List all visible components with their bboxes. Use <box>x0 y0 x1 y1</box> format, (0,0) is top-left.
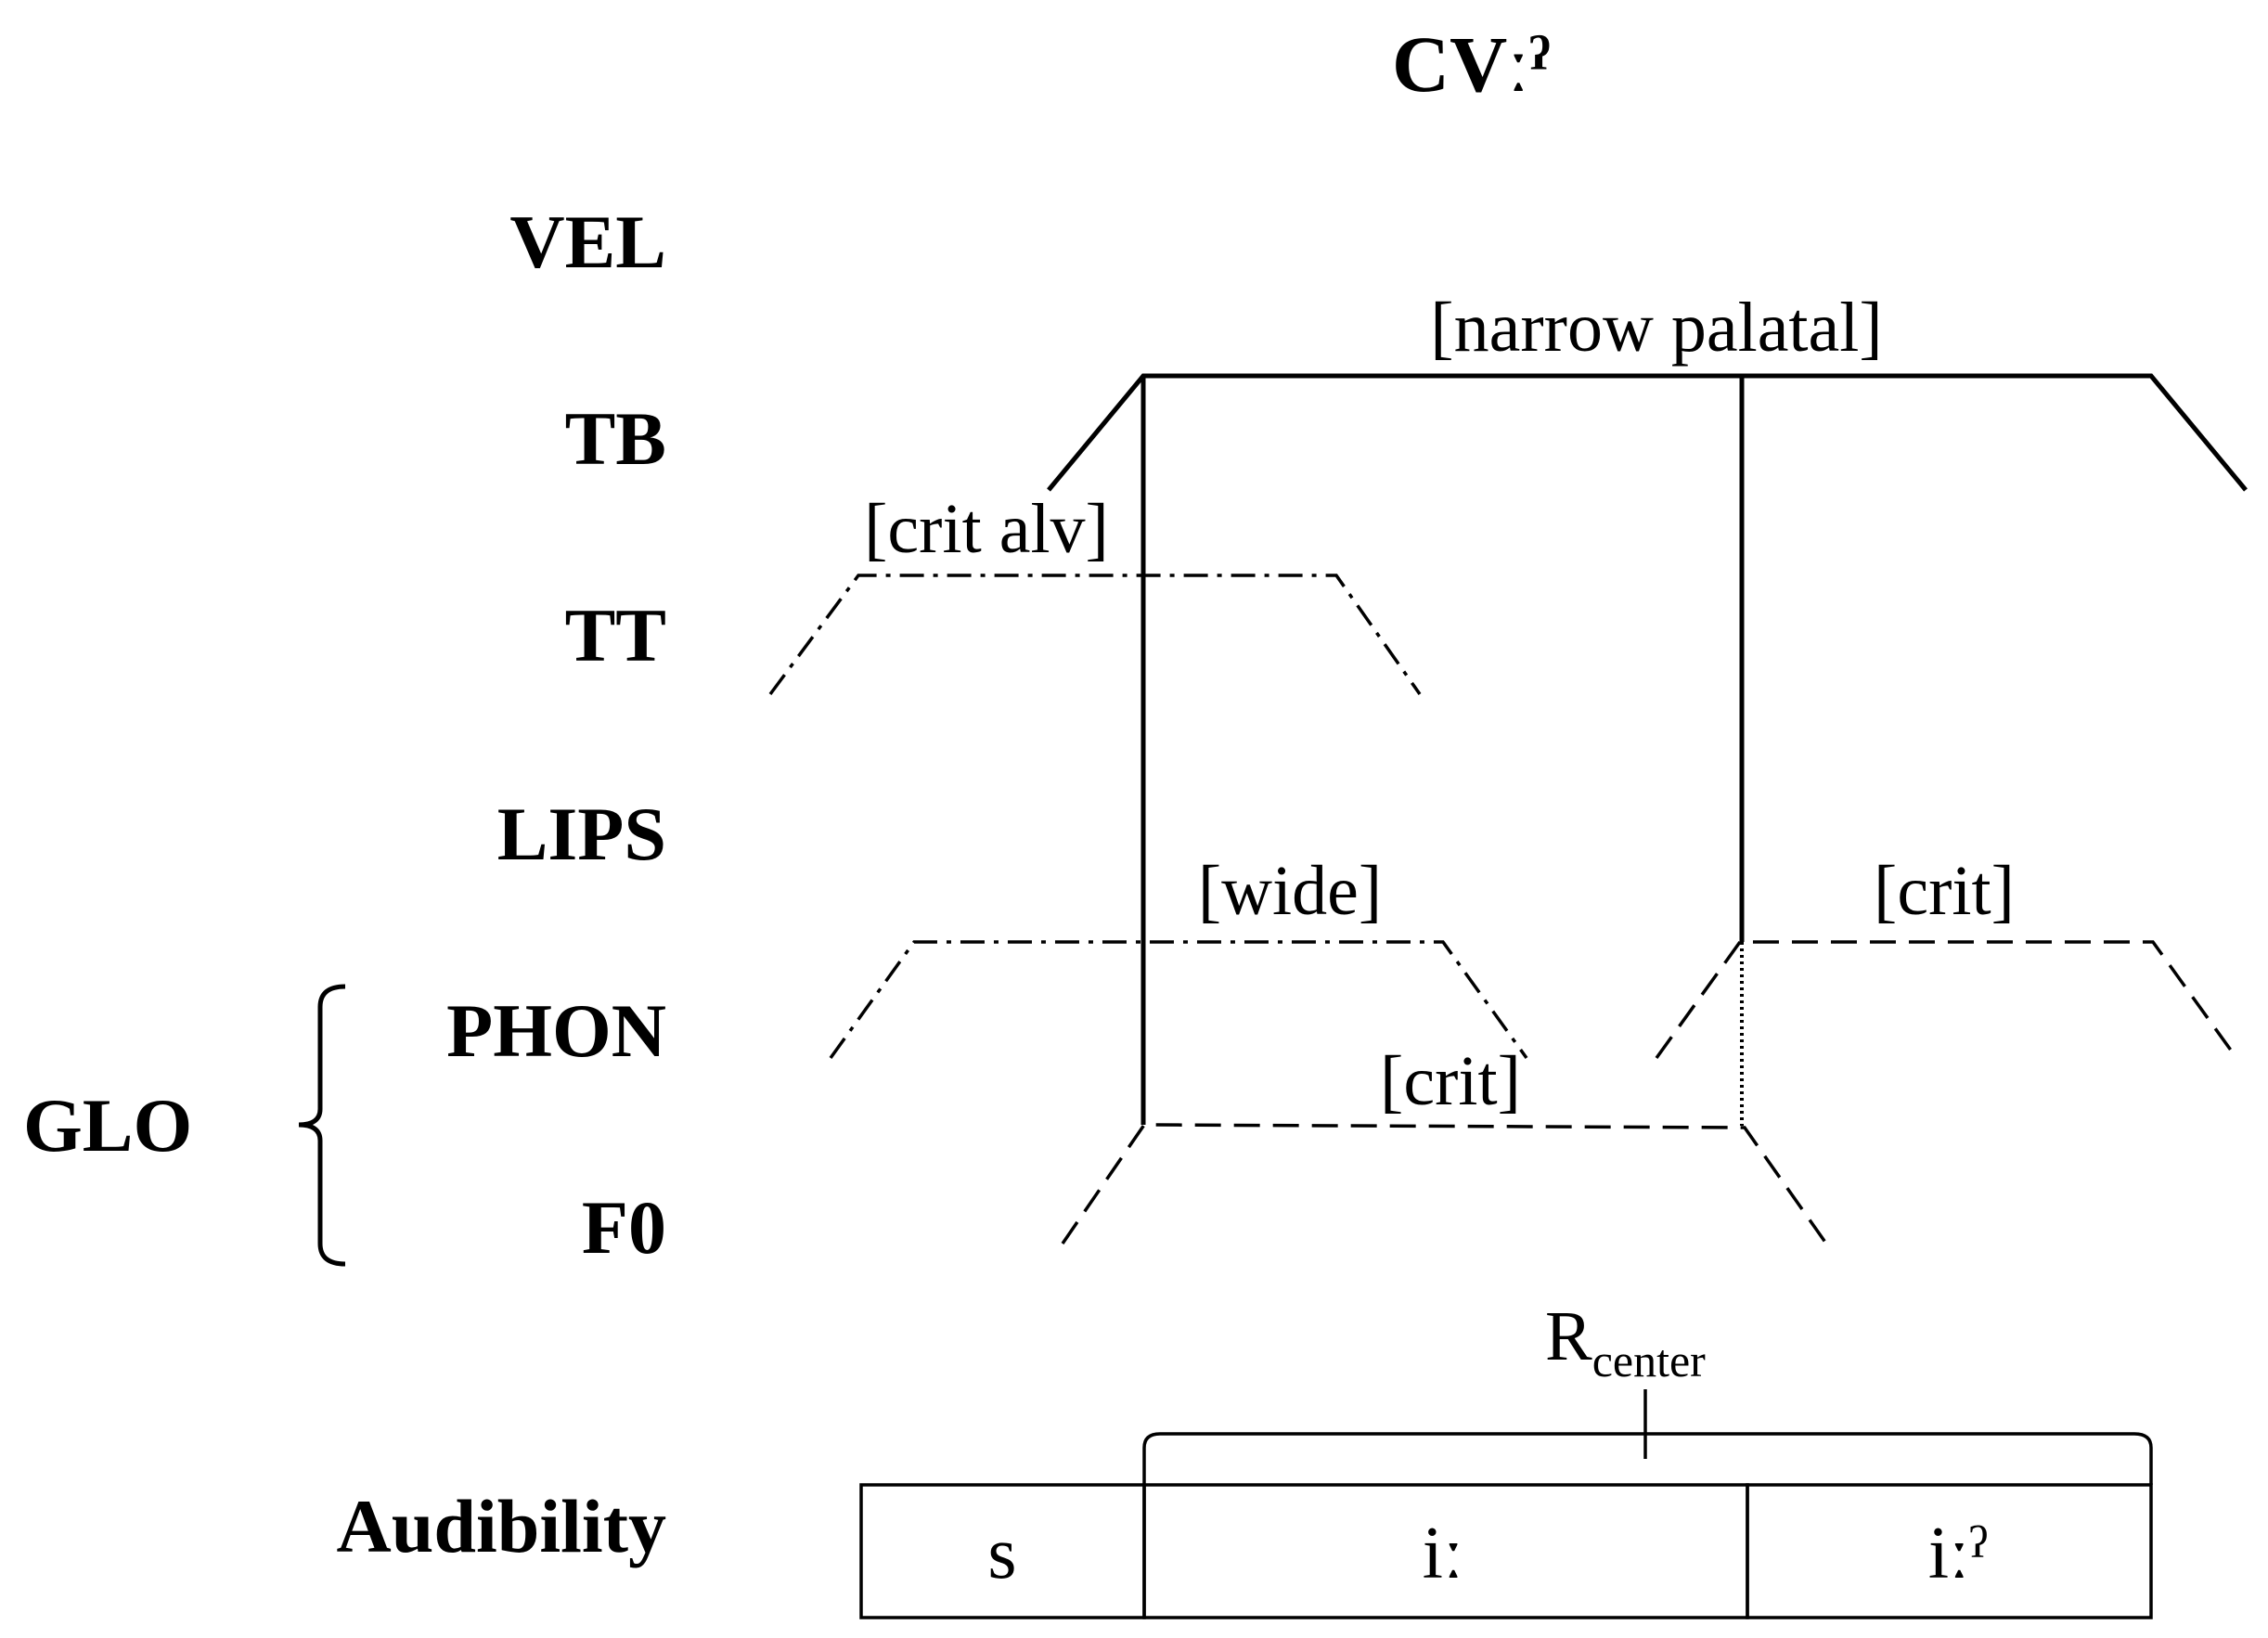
segment-label-long-i: iː <box>1423 1513 1463 1594</box>
tb-gesture-label: [narrow palatal] <box>1430 289 1882 367</box>
tier-label-phon: PHON <box>446 988 666 1073</box>
tt-gesture-line <box>768 574 1422 696</box>
phon-crit-gesture-line <box>1655 940 2238 1060</box>
tb-gesture-line <box>1047 373 2248 492</box>
segment-label-glottalized-i: iːˀ <box>1928 1513 1988 1594</box>
phon-wide-gesture-label: [wide] <box>1198 852 1382 930</box>
tier-label-tt: TT <box>565 593 666 677</box>
segment-label-s: s <box>987 1513 1016 1594</box>
r-center-label: Rcenter <box>1545 1297 1706 1386</box>
tier-label-tb: TB <box>565 396 666 481</box>
diagram-title: CVːˀ <box>1392 19 1550 109</box>
tier-label-lips: LIPS <box>497 792 666 876</box>
r-center-base: R <box>1545 1297 1592 1375</box>
group-label-glo: GLO <box>23 1083 192 1167</box>
audibility-bracket <box>1142 1432 2153 1485</box>
tier-label-audibility: Audibility <box>337 1484 666 1568</box>
tier-label-f0: F0 <box>582 1185 666 1270</box>
audibility-box-glottalized-i <box>1746 1483 2153 1619</box>
glo-brace <box>298 984 346 1267</box>
r-center-subscript: center <box>1592 1335 1706 1386</box>
tier-label-vel: VEL <box>509 200 666 284</box>
f0-crit-gesture-line <box>1061 1123 1828 1245</box>
phon-wide-gesture-line <box>829 940 1528 1060</box>
tt-gesture-label: [crit alv] <box>864 490 1109 568</box>
f0-crit-gesture-label: [crit] <box>1380 1042 1521 1120</box>
phon-crit-gesture-label: [crit] <box>1874 852 2015 930</box>
